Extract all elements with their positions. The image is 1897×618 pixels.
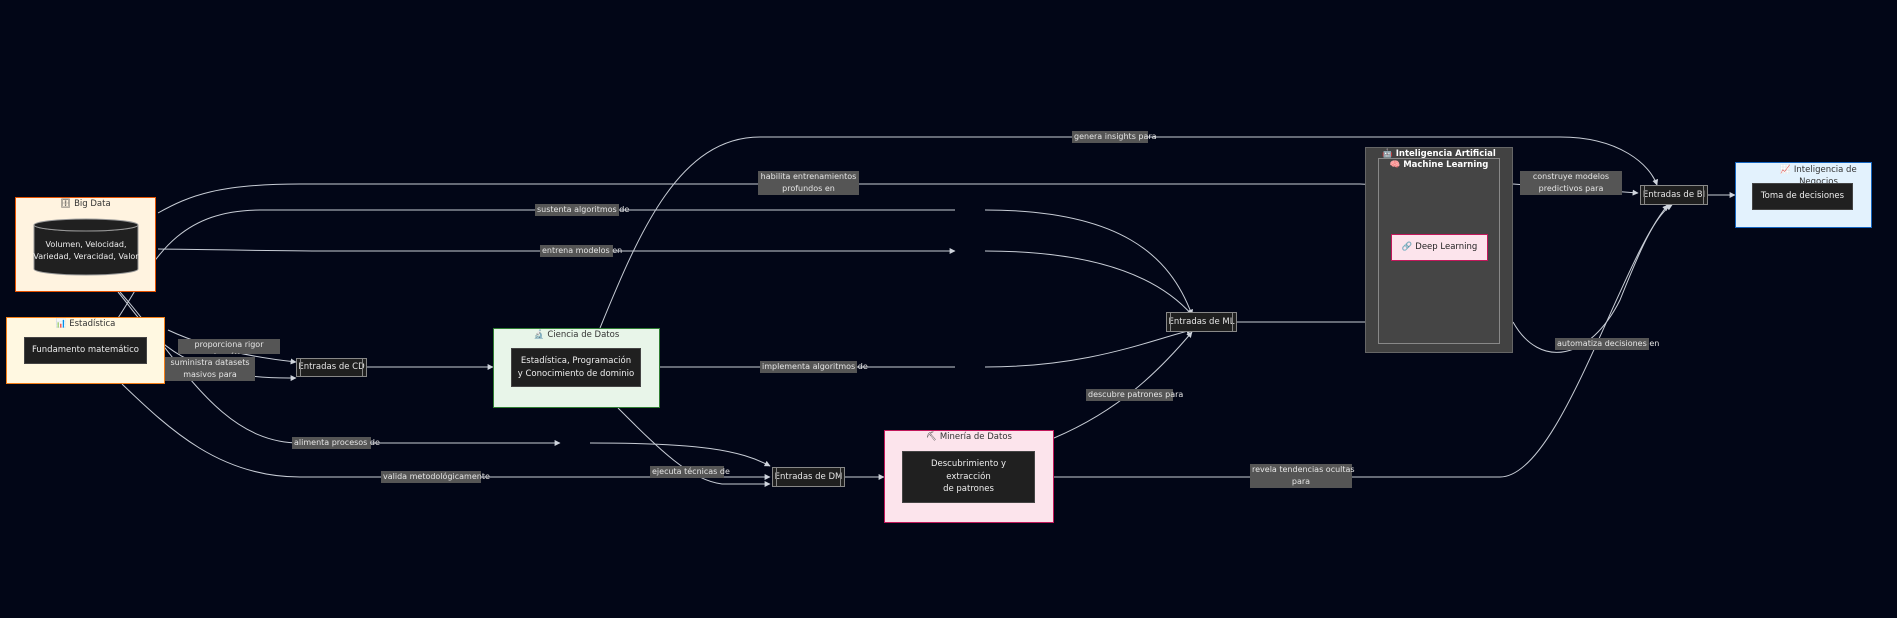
ciencia-node[interactable]: Estadística, Programación y Conocimiento… bbox=[511, 348, 641, 387]
edge-label-ejecuta: ejecuta técnicas de bbox=[650, 466, 730, 478]
microscope-icon: 🔬 bbox=[533, 330, 545, 340]
edge-mineria-ml bbox=[1053, 331, 1193, 439]
edge-label-genera: genera insights para bbox=[1072, 131, 1157, 143]
edge-label-revela: revela tendencias ocultas para bbox=[1250, 464, 1355, 488]
cluster-machine-learning: 🧠Machine Learning 🔗Deep Learning bbox=[1378, 158, 1500, 344]
link-icon: 🔗 bbox=[1401, 242, 1413, 253]
deep-learning-label: Deep Learning bbox=[1415, 242, 1478, 253]
cluster-ia-title: 🤖Inteligencia Artificial bbox=[1366, 149, 1512, 159]
cluster-bi-label: Inteligencia de Negocios bbox=[1793, 165, 1857, 187]
cluster-estadistica: 📊Estadística Fundamento matemático bbox=[6, 317, 165, 384]
edge-ml-join-entrena bbox=[984, 250, 1193, 316]
edge-label-proporciona: proporciona rigor matemático a bbox=[178, 339, 280, 354]
edge-ciencia-bi bbox=[599, 136, 1659, 329]
entradas-dm-label: Entradas de DM bbox=[774, 471, 843, 482]
cluster-mineria-de-datos: ⛏Minería de Datos Descubrimiento y extra… bbox=[884, 430, 1054, 523]
brain-icon: 🧠 bbox=[1389, 160, 1401, 170]
estadistica-node[interactable]: Fundamento matemático bbox=[24, 337, 147, 364]
cluster-ml-label: Machine Learning bbox=[1403, 160, 1489, 170]
edge-alimenta-dm bbox=[589, 442, 771, 467]
trend-chart-icon: 📈 bbox=[1780, 165, 1791, 175]
cluster-big-data-label: Big Data bbox=[74, 199, 111, 209]
cluster-estadistica-label: Estadística bbox=[69, 319, 116, 329]
cluster-big-data: 🗄Big Data Volumen, Velocidad, Variedad, … bbox=[15, 197, 156, 292]
entradas-bi-label: Entradas de BI bbox=[1642, 189, 1706, 200]
entradas-ml-node[interactable]: Entradas de ML bbox=[1166, 312, 1237, 332]
edge-label-descubre: descubre patrones para bbox=[1086, 389, 1184, 401]
edge-label-entrena: entrena modelos en bbox=[540, 245, 623, 257]
edge-ciencia-dm bbox=[617, 407, 771, 487]
edge-label-sustenta: sustenta algoritmos de bbox=[535, 204, 630, 216]
cluster-bi-title: 📈Inteligencia de Negocios bbox=[1736, 164, 1871, 188]
cluster-inteligencia-artificial: 🤖Inteligencia Artificial 🧠Machine Learni… bbox=[1365, 147, 1513, 353]
edge-label-construye: construye modelos predictivos para bbox=[1520, 171, 1622, 195]
deep-learning-node[interactable]: 🔗Deep Learning bbox=[1391, 234, 1488, 261]
cluster-ciencia-title: 🔬Ciencia de Datos bbox=[494, 330, 659, 340]
edge-label-implementa: implementa algoritmos de bbox=[760, 361, 868, 373]
edge-ia-bi-automatiza bbox=[1512, 204, 1673, 353]
cluster-mineria-label: Minería de Datos bbox=[939, 432, 1012, 442]
entradas-dm-node[interactable]: Entradas de DM bbox=[772, 467, 845, 487]
database-icon: 🗄 bbox=[60, 199, 72, 209]
pickaxe-icon: ⛏ bbox=[926, 432, 937, 442]
edge-ml-join-implementa bbox=[984, 328, 1193, 368]
bar-chart-icon: 📊 bbox=[55, 319, 67, 329]
robot-icon: 🤖 bbox=[1382, 149, 1393, 159]
edge-estadistica-ml bbox=[117, 209, 955, 319]
edge-label-alimenta: alimenta procesos de bbox=[292, 437, 380, 449]
big-data-node-text: Volumen, Velocidad, Variedad, Veracidad,… bbox=[33, 240, 139, 261]
bi-node[interactable]: Toma de decisiones bbox=[1752, 183, 1853, 210]
edge-label-suministra: suministra datasets masivos para bbox=[165, 357, 255, 381]
edge-label-habilita: habilita entrenamientos profundos en bbox=[758, 171, 859, 195]
edge-estadistica-dm bbox=[121, 383, 771, 480]
edge-ml-join-sustenta bbox=[984, 209, 1193, 316]
edge-label-automatiza: automatiza decisiones en bbox=[1555, 338, 1660, 350]
entradas-bi-node[interactable]: Entradas de BI bbox=[1640, 185, 1708, 205]
big-data-cylinder[interactable] bbox=[33, 218, 139, 276]
mineria-node[interactable]: Descubrimiento y extracción de patrones bbox=[902, 451, 1035, 503]
cluster-big-data-title: 🗄Big Data bbox=[16, 199, 155, 209]
entradas-cd-label: Entradas de CD bbox=[298, 362, 365, 373]
entradas-ml-label: Entradas de ML bbox=[1168, 316, 1235, 327]
cluster-ciencia-label: Ciencia de Datos bbox=[547, 330, 620, 340]
cluster-ciencia-de-datos: 🔬Ciencia de Datos Estadística, Programac… bbox=[493, 328, 660, 408]
edge-bigdata-ml bbox=[157, 248, 956, 254]
cluster-estadistica-title: 📊Estadística bbox=[7, 319, 164, 329]
cluster-inteligencia-de-negocios: 📈Inteligencia de Negocios Toma de decisi… bbox=[1735, 162, 1872, 228]
cluster-ml-title: 🧠Machine Learning bbox=[1379, 160, 1499, 170]
entradas-cd-node[interactable]: Entradas de CD bbox=[296, 358, 367, 377]
cluster-ia-label: Inteligencia Artificial bbox=[1395, 149, 1496, 159]
edge-label-valida: valida metodológicamente bbox=[381, 471, 490, 483]
cluster-mineria-title: ⛏Minería de Datos bbox=[885, 432, 1053, 442]
